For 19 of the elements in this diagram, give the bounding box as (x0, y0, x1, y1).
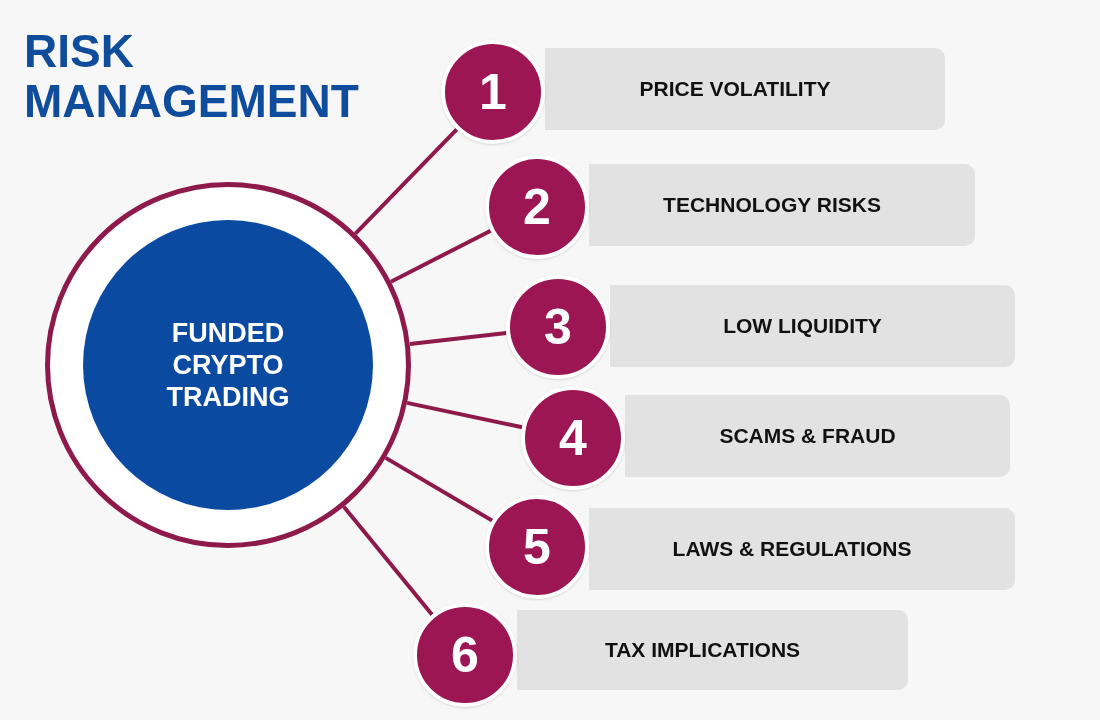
risk-label: TECHNOLOGY RISKS (663, 192, 881, 219)
risk-bar (610, 285, 1015, 367)
connector-line (354, 127, 459, 236)
risk-bar (589, 164, 975, 246)
title: RISK MANAGEMENT (24, 26, 360, 126)
connector-line (409, 330, 507, 347)
risk-label: LOW LIQUIDITY (723, 313, 882, 340)
risk-label: SCAMS & FRAUD (719, 423, 896, 450)
connector-line (390, 228, 492, 284)
risk-bar (589, 508, 1015, 590)
risk-label: LAWS & REGULATIONS (672, 536, 912, 563)
center-label: FUNDED CRYPTO TRADING (165, 317, 291, 413)
connector-line (342, 505, 434, 616)
risk-label: PRICE VOLATILITY (639, 76, 831, 103)
risk-bar (545, 48, 945, 130)
connector-line (384, 456, 494, 523)
risk-bar (625, 395, 1010, 477)
risk-label: TAX IMPLICATIONS (604, 637, 801, 664)
risk-bar (517, 610, 908, 690)
